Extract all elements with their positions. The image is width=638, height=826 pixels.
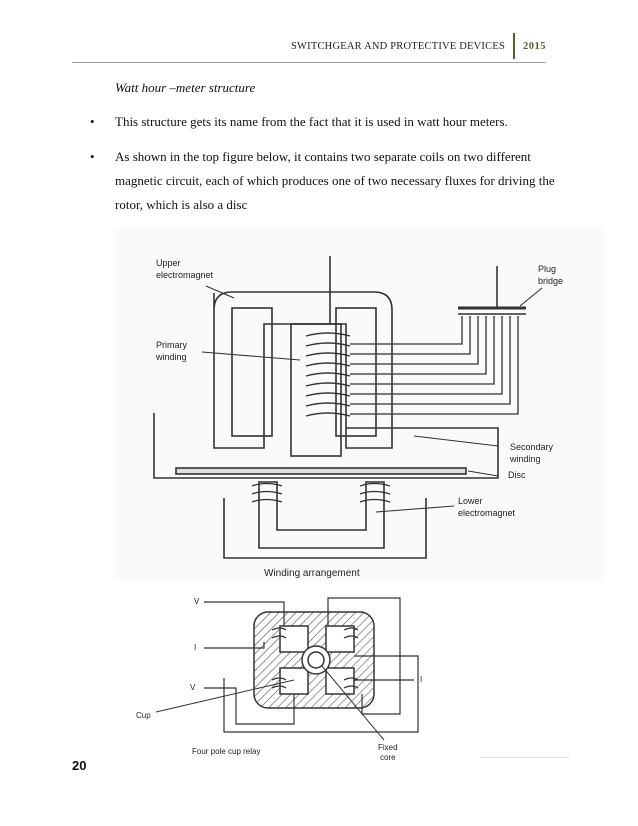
- relay-window-br: [325, 667, 355, 695]
- disc: [175, 467, 467, 475]
- label-fixed-core-2: core: [380, 753, 396, 762]
- header-separator: [513, 33, 515, 59]
- plug-bridge-leads: [350, 316, 519, 415]
- relay-window-bl: [279, 667, 309, 695]
- label-i-left: I: [194, 643, 196, 652]
- label-primary-winding-2: winding: [155, 352, 187, 362]
- label-lower-electromagnet-2: electromagnet: [458, 508, 516, 518]
- label-v-bottom: V: [190, 683, 196, 692]
- footer-rule: [480, 757, 570, 758]
- bullet-item: • This structure gets its name from the …: [90, 110, 566, 134]
- label-upper-electromagnet-1: Upper: [156, 258, 181, 268]
- relay-label-pointers: [155, 665, 385, 741]
- bullet-symbol: •: [90, 149, 95, 164]
- relay-coils: [271, 627, 359, 689]
- winding-arrangement-figure: Upper electromagnet Plug bridge Primary …: [114, 228, 604, 580]
- lower-coil-connection: [223, 498, 427, 559]
- upper-magnet-right-window: [335, 307, 377, 437]
- figure1-caption: Winding arrangement: [264, 568, 360, 579]
- primary-winding-coil: [305, 332, 351, 417]
- bullet-text: As shown in the top figure below, it con…: [115, 149, 555, 212]
- relay-fixed-core: [307, 651, 325, 669]
- relay-window-tr: [325, 625, 355, 653]
- label-cup: Cup: [136, 711, 151, 720]
- label-i-right: I: [420, 675, 422, 684]
- four-pole-cup-relay-figure: V I I Cup V Fixed core Four pole cup rel…: [136, 597, 422, 762]
- label-primary-winding-1: Primary: [156, 340, 187, 350]
- header-year: 2015: [523, 40, 546, 52]
- header-title: SWITCHGEAR AND PROTECTIVE DEVICES: [291, 40, 505, 52]
- relay-window-tl: [279, 625, 309, 653]
- relay-leads: [204, 597, 419, 733]
- bullet-item: • As shown in the top figure below, it c…: [90, 145, 566, 217]
- label-secondary-winding-1: Secondary: [510, 442, 554, 452]
- secondary-winding-loop: [153, 413, 499, 479]
- header-rule: [72, 62, 546, 63]
- bullet-text: This structure gets its name from the fa…: [115, 114, 508, 129]
- label-secondary-winding-2: winding: [509, 454, 541, 464]
- lower-electromagnet-core: [258, 481, 385, 549]
- section-title: Watt hour –meter structure: [115, 80, 256, 95]
- label-disc: Disc: [508, 470, 526, 480]
- label-v-top: V: [194, 597, 200, 606]
- label-plug-1: Plug: [538, 264, 556, 274]
- label-plug-2: bridge: [538, 276, 563, 286]
- upper-magnet-left-window: [231, 307, 273, 437]
- label-fixed-core-1: Fixed: [378, 743, 398, 752]
- figure2-caption: Four pole cup relay: [192, 747, 260, 756]
- label-pointers: [201, 285, 543, 513]
- page-header: SWITCHGEAR AND PROTECTIVE DEVICES 2015: [291, 33, 546, 59]
- lower-magnet-coils: [251, 482, 391, 503]
- bullet-symbol: •: [90, 114, 95, 129]
- label-upper-electromagnet-2: electromagnet: [156, 270, 214, 280]
- center-limb: [290, 323, 342, 457]
- page-number: 20: [72, 758, 87, 773]
- label-lower-electromagnet-1: Lower: [458, 496, 483, 506]
- bullet-list: • This structure gets its name from the …: [90, 110, 566, 228]
